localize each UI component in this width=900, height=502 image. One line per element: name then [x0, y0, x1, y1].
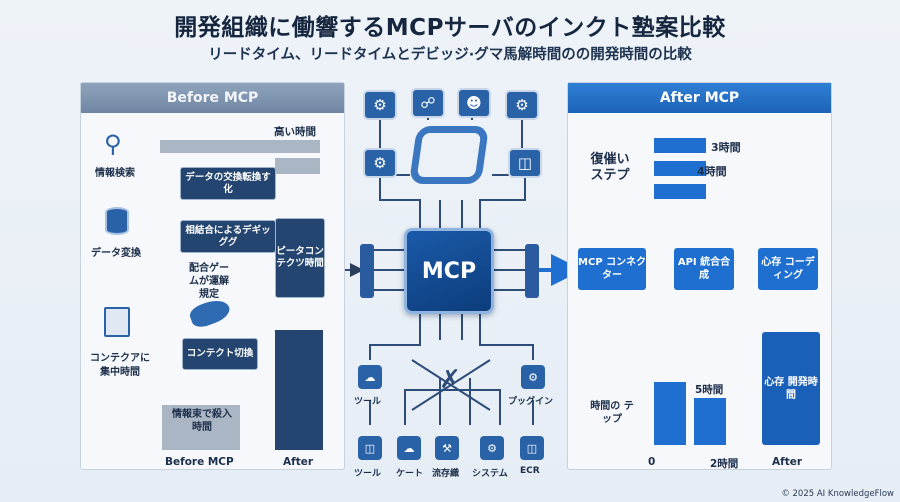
left-xaxis-before: Before MCP	[165, 456, 234, 468]
right-connector-plug	[525, 244, 539, 298]
network-icon: ☍	[411, 88, 445, 118]
step-bar-3	[654, 184, 706, 199]
gear-icon: ⚙	[363, 90, 397, 120]
left-connector-plug	[360, 244, 374, 298]
page-title: 開発組織に働響するMCPサーバのインクト塾案比較	[174, 15, 726, 41]
wrench-icon: ⚒	[435, 436, 459, 460]
ecr-icon: ◫	[520, 436, 544, 460]
flow-input-label: 情報束で殺入時間	[172, 409, 232, 433]
steps-label: 復催い ステプ	[590, 152, 630, 184]
bar-label-4h: 4時間	[697, 165, 727, 178]
bottom-tool-1: ツール	[354, 469, 382, 479]
x-tick-after: After	[772, 456, 803, 468]
after-mcp-header: After MCP	[568, 83, 831, 113]
step-focus-label: コンテクアに集中時間	[90, 353, 150, 378]
before-top-bar	[160, 140, 320, 153]
mcp-connector-box: MCP コンネクター	[578, 248, 646, 290]
x-tick-0: 0	[648, 456, 656, 468]
cog-icon: ⚙	[363, 148, 397, 178]
db-tool-icon: ◫	[358, 436, 382, 460]
coding-box: 心存 コーディング	[758, 248, 818, 290]
copyright-text: © 2025 AI KnowledgeFlow	[781, 489, 894, 499]
bottom-tool-5: ECR	[520, 466, 540, 476]
y-axis-label: 時間の テップ	[590, 401, 634, 425]
api-integration-box: API 統合合成	[674, 248, 734, 290]
step-bar-2	[654, 161, 706, 176]
tool-right-label: プッグイン	[508, 397, 554, 407]
plug-cables-icon: ✗	[439, 365, 461, 395]
before-mid-bar	[275, 158, 320, 174]
bottom-tool-2: ケート	[396, 469, 424, 479]
top-bar-label: 高い時間	[274, 126, 316, 138]
flow-exchange-box: データの交換転換す化	[180, 167, 276, 200]
flow-context-box: ピータコンテクツ時間	[275, 218, 325, 298]
step-search-label: 情報検索	[95, 168, 135, 179]
after-bar-2	[694, 398, 726, 445]
bottom-tool-4: システム	[472, 469, 508, 479]
bar-label-3h: 3時間	[711, 141, 741, 154]
search-icon: ⚲	[104, 130, 122, 158]
robot-icon: ☻	[457, 88, 491, 118]
left-xaxis-after: After	[283, 456, 314, 468]
bottom-tool-3: 流存織	[432, 469, 460, 479]
dev-time-bar: 心存 開発時間	[762, 332, 820, 445]
cloud-icon: ☁	[358, 365, 382, 389]
database-server-icon: ◫	[508, 148, 542, 178]
link-chain-icon	[408, 126, 490, 184]
mcp-core-chip: MCP	[404, 228, 494, 314]
input-time-bar	[162, 405, 240, 450]
step-bar-1	[654, 138, 706, 153]
flow-debug-box: 相結合によるデギッググ	[180, 220, 276, 253]
document-icon	[104, 307, 130, 337]
after-time-bar	[275, 330, 323, 450]
flow-game-label: 配合ゲームが運解規定	[189, 263, 229, 300]
database-icon	[105, 207, 129, 235]
page-subtitle: リードタイム、リードタイムとデビッジ·グマ馬解時間のの開発時間の比較	[208, 47, 692, 63]
gate-icon: ☁	[397, 436, 421, 460]
x-tick-2h: 2時間	[710, 458, 739, 470]
flow-switch-box: コンテクト切換	[182, 338, 258, 370]
step-convert-label: データ変換	[91, 248, 141, 259]
system-gear-icon: ⚙	[480, 436, 504, 460]
after-bar-1	[654, 382, 686, 445]
plugin-gear-icon: ⚙	[521, 365, 545, 389]
tool-left-label: ツール	[354, 397, 382, 407]
settings-icon: ⚙	[505, 90, 539, 120]
before-mcp-header: Before MCP	[81, 83, 344, 113]
bar-value-5h: 5時間	[695, 384, 724, 396]
